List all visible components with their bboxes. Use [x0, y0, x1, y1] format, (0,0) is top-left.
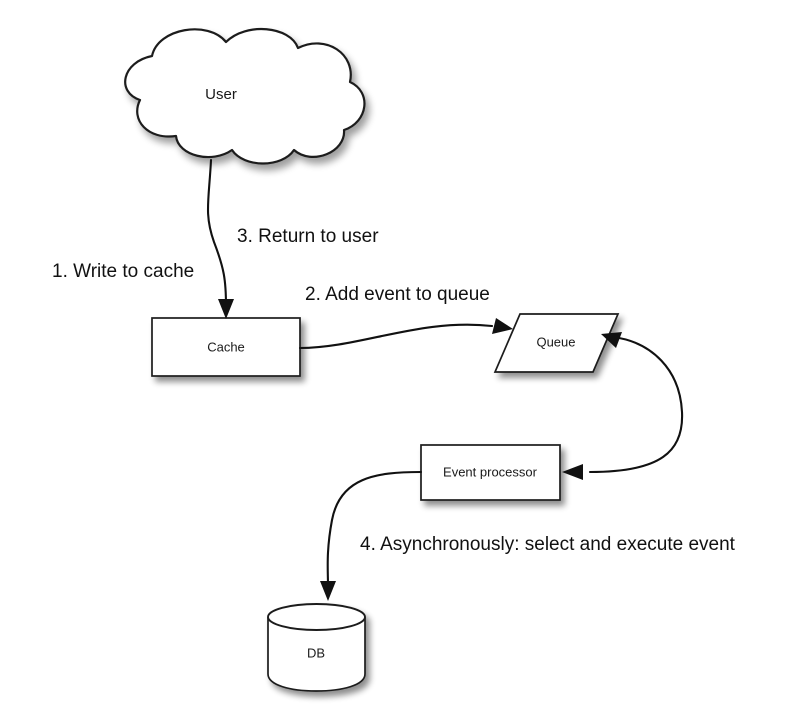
edge-user-to-cache: [206, 158, 234, 319]
edge-queue-event-processor: [562, 332, 684, 480]
node-queue-label: Queue: [536, 334, 575, 349]
node-db[interactable]: DB: [267, 603, 366, 692]
node-cache[interactable]: Cache: [151, 317, 301, 377]
node-user[interactable]: User: [124, 28, 366, 165]
node-user-label: User: [205, 86, 237, 103]
node-cache-label: Cache: [207, 339, 245, 354]
node-db-label: DB: [307, 645, 325, 660]
node-queue[interactable]: Queue: [493, 313, 620, 373]
step-label-2: 2. Add event to queue: [305, 284, 490, 305]
step-label-1: 1. Write to cache: [52, 261, 194, 282]
step-label-4: 4. Asynchronously: select and execute ev…: [360, 534, 736, 555]
node-event-processor-label: Event processor: [443, 464, 538, 479]
node-event-processor[interactable]: Event processor: [420, 444, 561, 501]
edge-cache-to-queue: [298, 318, 513, 350]
edge-event-processor-to-db: [320, 470, 423, 601]
step-label-3: 3. Return to user: [237, 226, 379, 247]
